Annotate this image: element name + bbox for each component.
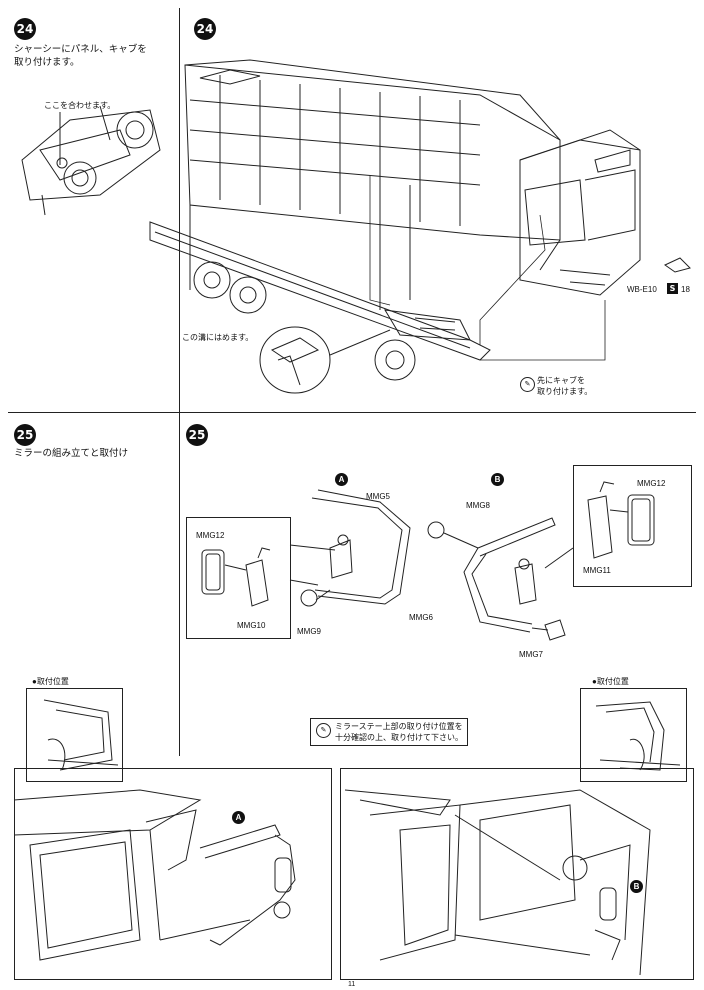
step-25-caption: ミラーの組み立てと取付け xyxy=(14,448,129,459)
mount-inset-left-art xyxy=(43,699,119,771)
mirror-inset-left-parts xyxy=(201,547,271,607)
step-24-caption-line2: 取り付けます。 xyxy=(14,57,80,68)
mount-position-right-label: ●取付位置 xyxy=(592,677,629,686)
chassis-detail-illustration xyxy=(21,105,161,216)
part-group-b: B xyxy=(491,473,504,486)
cargo-body-illustration xyxy=(184,59,561,241)
bottom-view-left xyxy=(14,768,332,980)
column-divider xyxy=(179,8,180,756)
cab-first-line1: 先にキャブを xyxy=(537,376,585,385)
part-mmg9: MMG9 xyxy=(297,627,321,636)
inset-box-left xyxy=(186,517,291,639)
part-mmg5: MMG5 xyxy=(366,492,390,501)
mount-position-left-label: ●取付位置 xyxy=(32,677,69,686)
part-mmg10: MMG10 xyxy=(237,621,266,630)
part-mmg7: MMG7 xyxy=(519,650,543,659)
s18-badge: S xyxy=(667,283,678,294)
step-divider xyxy=(8,412,696,413)
bottom-view-right xyxy=(340,768,694,980)
truck-cab-illustration xyxy=(519,129,691,296)
bottom-right-cab-art xyxy=(344,789,651,976)
bottom-left-cab-art xyxy=(13,789,296,961)
part-mmg12-right: MMG12 xyxy=(637,479,666,488)
mirror-stay-b xyxy=(427,517,574,641)
part-group-a-bottom: A xyxy=(232,811,245,824)
page-number: 11 xyxy=(348,981,356,988)
step-25-number-right: 25 xyxy=(186,424,208,446)
mount-inset-right-art xyxy=(595,701,681,771)
cab-first-line2: 取り付けます。 xyxy=(537,387,593,396)
step-24-number: 24 xyxy=(14,18,36,40)
part-mmg6: MMG6 xyxy=(409,613,433,622)
assembly-guide-lines xyxy=(189,175,606,361)
step-24-caption-line1: シャーシーにパネル、キャブを xyxy=(14,44,147,55)
step-25-number: 25 xyxy=(14,424,36,446)
part-group-b-bottom: B xyxy=(630,880,643,893)
align-here-label: ここを合わせます。 xyxy=(44,101,116,110)
groove-detail-illustration xyxy=(259,326,391,394)
part-mmg8: MMG8 xyxy=(466,501,490,510)
mount-inset-left xyxy=(26,688,123,782)
pencil-icon-note: ✎ xyxy=(316,723,331,738)
mirror-note-line2: 十分確認の上、取り付けて下さい。 xyxy=(335,733,463,742)
mirror-inset-right-parts xyxy=(587,481,655,559)
part-group-a: A xyxy=(335,473,348,486)
step-24-number-right: 24 xyxy=(194,18,216,40)
wb-e10-label: WB-E10 xyxy=(627,285,657,294)
mirror-stay-a xyxy=(289,489,411,607)
groove-label: この溝にはめます。 xyxy=(182,333,254,342)
mirror-note-line1: ミラーステー上部の取り付け位置を xyxy=(335,722,463,731)
mirror-stay-note: ミラーステー上部の取り付け位置を 十分確認の上、取り付けて下さい。 xyxy=(310,718,468,746)
part-mmg11: MMG11 xyxy=(583,566,611,575)
s18-number: 18 xyxy=(681,285,690,294)
pencil-icon-cab: ✎ xyxy=(520,377,535,392)
part-mmg12-left: MMG12 xyxy=(196,531,225,540)
chassis-frame-illustration xyxy=(149,178,491,381)
